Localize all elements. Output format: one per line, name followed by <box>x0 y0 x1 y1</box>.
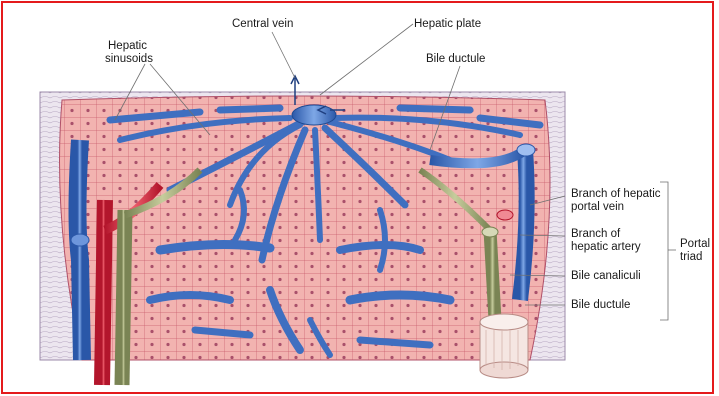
hepatic-sinusoids-label-line1: Hepatic <box>108 40 147 53</box>
hepatic-sinusoids-label-line2: sinusoids <box>105 53 153 66</box>
branch-portal-vein-label-line1: Branch of hepatic <box>571 188 661 201</box>
central-vein-label: Central vein <box>232 18 293 31</box>
branch-hepatic-artery-label-line2: hepatic artery <box>571 241 641 254</box>
portal-triad-label-line1: Portal <box>680 238 710 251</box>
portal-triad-label-line2: triad <box>680 251 702 264</box>
bile-canaliculi-label: Bile canaliculi <box>571 270 641 283</box>
bile-ductule-right-label: Bile ductule <box>571 299 630 312</box>
branch-hepatic-artery-label-line1: Branch of <box>571 228 620 241</box>
bile-ductule-cylinder <box>480 314 528 378</box>
branch-portal-vein-label-line2: portal vein <box>571 201 624 214</box>
bile-ductule-top-label: Bile ductule <box>426 53 485 66</box>
hepatic-plate-label: Hepatic plate <box>414 18 481 31</box>
